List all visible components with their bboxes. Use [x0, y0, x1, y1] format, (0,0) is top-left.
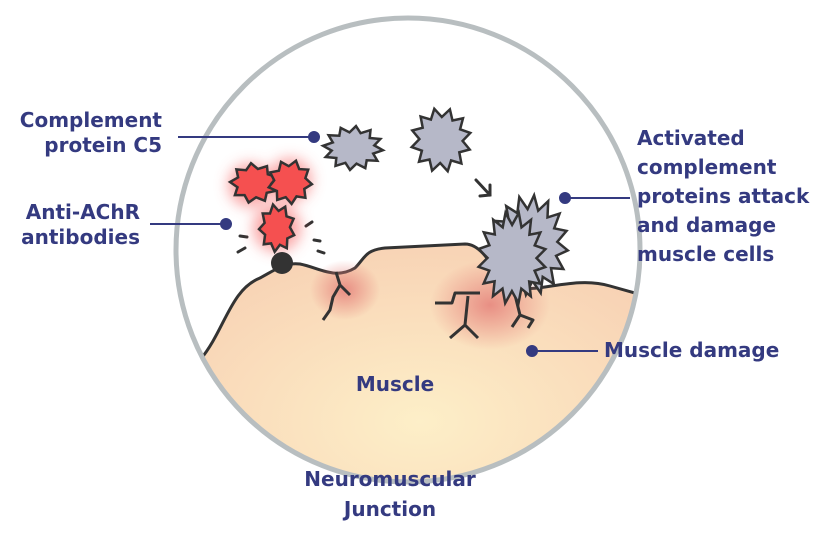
label-line: and damage: [637, 213, 777, 237]
label-line: Anti-AChR: [25, 200, 140, 224]
receptor-dot: [271, 252, 293, 274]
antibody-stem: [257, 202, 296, 255]
junction-circle: [173, 15, 643, 485]
antibody-arm: [266, 158, 314, 206]
leader-lines: [150, 131, 630, 357]
label-muscle: Muscle: [355, 372, 435, 396]
label-line: Neuromuscular: [304, 467, 476, 491]
impact-marks: [236, 220, 326, 255]
label-line: antibodies: [21, 225, 140, 249]
label-complement-c5: Complement protein C5: [0, 108, 162, 158]
label-line: muscle cells: [637, 242, 775, 266]
label-line: proteins attack: [637, 184, 810, 208]
label-muscle-damage: Muscle damage: [604, 338, 780, 362]
label-line: Complement: [19, 108, 162, 132]
label-line: Junction: [343, 497, 437, 521]
arrow-icon: [474, 178, 492, 198]
complement-protein-c5: [409, 106, 473, 174]
label-line: Activated: [637, 126, 745, 150]
label-line: protein C5: [44, 133, 162, 157]
label-neuromuscular-junction: Neuromuscular Junction: [270, 464, 510, 524]
complement-protein-c5: [320, 124, 386, 172]
label-activated-complement: Activated complement proteins attack and…: [637, 124, 809, 269]
label-line: complement: [637, 155, 777, 179]
antibody-arm: [227, 161, 280, 205]
label-antibodies: Anti-AChR antibodies: [0, 200, 140, 250]
activated-complement-protein: [476, 209, 548, 307]
